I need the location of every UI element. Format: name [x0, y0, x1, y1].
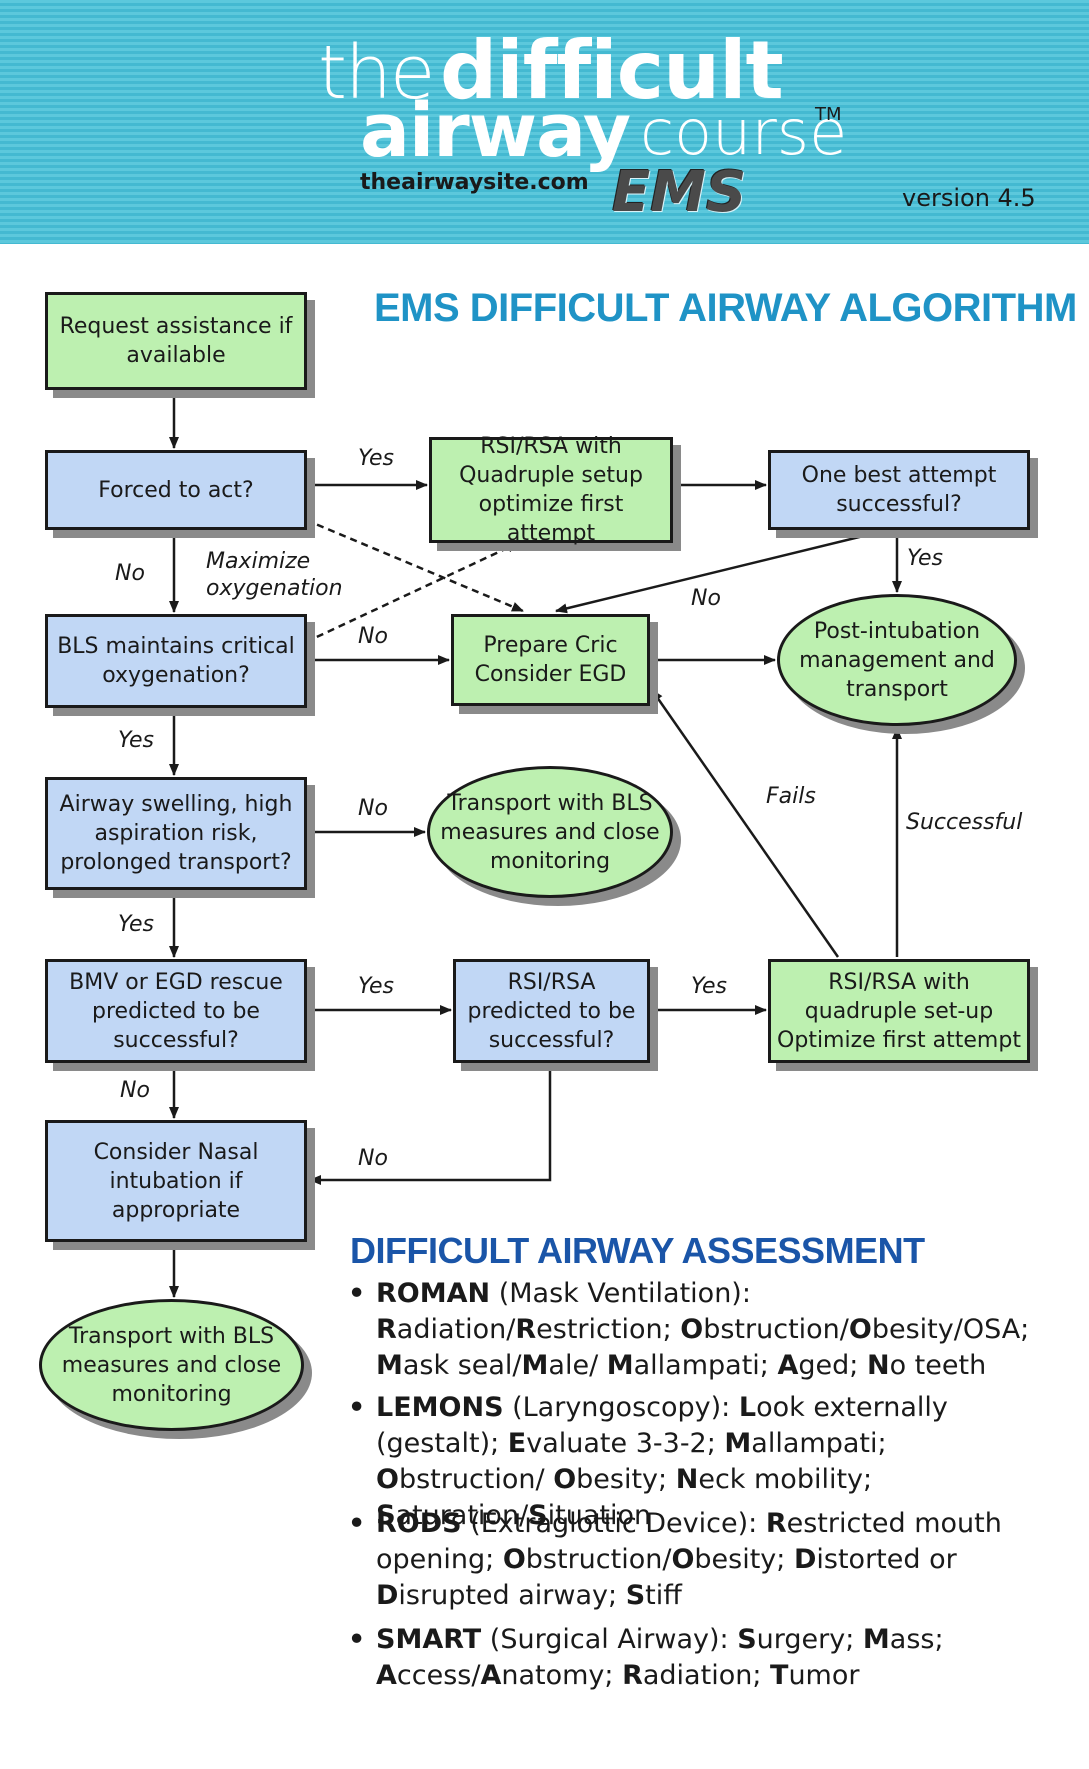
logo-airway: airway: [360, 88, 631, 174]
node-transport-bls-mid: Transport with BLS measures and close mo…: [427, 766, 673, 898]
node-rsi-predicted: RSI/RSA predicted to be successful?: [453, 959, 650, 1063]
node-airway-swelling-label: Airway swelling, high aspiration risk, p…: [59, 792, 293, 875]
edge-label-maximize: Maximize oxygenation: [206, 548, 356, 602]
assessment-item-lemons: • LEMONS (Laryngoscopy): Look externally…: [348, 1390, 1038, 1534]
edge-label-yes-rsi-predicted: Yes: [691, 974, 728, 999]
node-forced-to-act-label: Forced to act?: [98, 477, 254, 503]
edge-label-yes-bmv: Yes: [358, 974, 395, 999]
bullet-icon: •: [348, 1392, 366, 1423]
node-bmv-egd-label: BMV or EGD rescue predicted to be succes…: [69, 969, 283, 1053]
dashed-bls-to-rsi-top: [305, 541, 519, 644]
node-prepare-cric: Prepare Cric Consider EGD: [451, 614, 650, 706]
arrow-rsi-bottom-to-cric: [650, 689, 840, 958]
bullet-icon: •: [348, 1624, 366, 1655]
node-post-intubation: Post-intubation management and transport: [777, 594, 1017, 726]
node-bls-maintains-label: BLS maintains critical oxygenation?: [57, 634, 295, 688]
assessment-item-text: ROMAN (Mask Ventilation): Radiation/Rest…: [376, 1278, 1030, 1381]
edge-label-yes-bls: Yes: [118, 728, 155, 753]
logo-the: the: [318, 30, 435, 116]
node-prepare-cric-label: Prepare Cric Consider EGD: [474, 633, 627, 687]
version-label: version 4.5: [902, 184, 1036, 212]
edge-label-successful: Successful: [906, 810, 1023, 835]
arrow-one-best-to-cric: [555, 528, 889, 614]
node-rsi-quadruple-top-label: RSI/RSA with Quadruple setup optimize fi…: [459, 434, 643, 546]
website-link[interactable]: theairwaysite.com: [360, 170, 589, 195]
logo-course: course: [640, 96, 848, 169]
assessment-title: DIFFICULT AIRWAY ASSESSMENT: [350, 1230, 925, 1271]
bullet-icon: •: [348, 1278, 366, 1309]
assessment-item-rods: • RODS (Extraglottic Device): Restricted…: [348, 1506, 1038, 1614]
assessment-item-text: RODS (Extraglottic Device): Restricted m…: [376, 1508, 1002, 1611]
node-rsi-quadruple-bottom: RSI/RSA with quadruple set-up Optimize f…: [768, 959, 1030, 1063]
node-request-assistance-label: Request assistance if available: [59, 314, 293, 368]
edge-label-no-bls: No: [358, 624, 388, 649]
assessment-item-smart: • SMART (Surgical Airway): Surgery; Mass…: [348, 1622, 1038, 1694]
node-request-assistance: Request assistance if available: [45, 292, 307, 390]
edge-label-no-swelling: No: [358, 796, 388, 821]
node-transport-bls-mid-label: Transport with BLS measures and close mo…: [440, 790, 660, 874]
node-airway-swelling: Airway swelling, high aspiration risk, p…: [45, 777, 307, 890]
bullet-icon: •: [348, 1508, 366, 1539]
node-post-intubation-label: Post-intubation management and transport: [799, 618, 995, 702]
edge-label-no-rsi-predicted: No: [358, 1146, 388, 1171]
node-one-best-attempt-label: One best attempt successful?: [801, 463, 997, 517]
assessment-item-text: LEMONS (Laryngoscopy): Look externally (…: [376, 1392, 948, 1531]
edge-label-maximize-text: Maximize oxygenation: [206, 549, 343, 601]
node-bmv-egd: BMV or EGD rescue predicted to be succes…: [45, 959, 307, 1063]
node-one-best-attempt: One best attempt successful?: [768, 450, 1030, 530]
edge-label-yes-one-best: Yes: [907, 546, 944, 571]
ems-logo: EMS: [612, 160, 747, 225]
edge-label-fails: Fails: [766, 784, 816, 809]
assessment-item-roman: • ROMAN (Mask Ventilation): Radiation/Re…: [348, 1276, 1038, 1384]
edge-label-no-bmv: No: [120, 1078, 150, 1103]
node-rsi-quadruple-bottom-label: RSI/RSA with quadruple set-up Optimize f…: [777, 969, 1021, 1053]
node-consider-nasal: Consider Nasal intubation if appropriate: [45, 1120, 307, 1242]
node-forced-to-act: Forced to act?: [45, 450, 307, 530]
node-consider-nasal-label: Consider Nasal intubation if appropriate: [93, 1139, 259, 1223]
assessment-item-text: SMART (Surgical Airway): Surgery; Mass; …: [376, 1624, 944, 1691]
header-banner: the difficult airway course TM theairway…: [0, 0, 1089, 244]
node-bls-maintains: BLS maintains critical oxygenation?: [45, 614, 307, 708]
logo-difficult: difficult: [440, 24, 784, 117]
edge-label-no-forced: No: [115, 561, 145, 586]
node-transport-bls-bottom-label: Transport with BLS measures and close mo…: [61, 1323, 282, 1407]
dashed-forced-to-cric: [305, 518, 524, 613]
trademark-mark: TM: [815, 104, 842, 125]
arrow-rsi-predicted-to-nasal: [309, 1063, 552, 1185]
node-transport-bls-bottom: Transport with BLS measures and close mo…: [39, 1299, 304, 1431]
node-rsi-quadruple-top: RSI/RSA with Quadruple setup optimize fi…: [429, 434, 673, 546]
edge-label-yes-forced: Yes: [358, 446, 395, 471]
page-title: EMS DIFFICULT AIRWAY ALGORITHM: [374, 286, 1077, 330]
edge-label-no-one-best: No: [691, 586, 721, 611]
edge-label-yes-swelling: Yes: [118, 912, 155, 937]
node-rsi-predicted-label: RSI/RSA predicted to be successful?: [467, 969, 636, 1053]
